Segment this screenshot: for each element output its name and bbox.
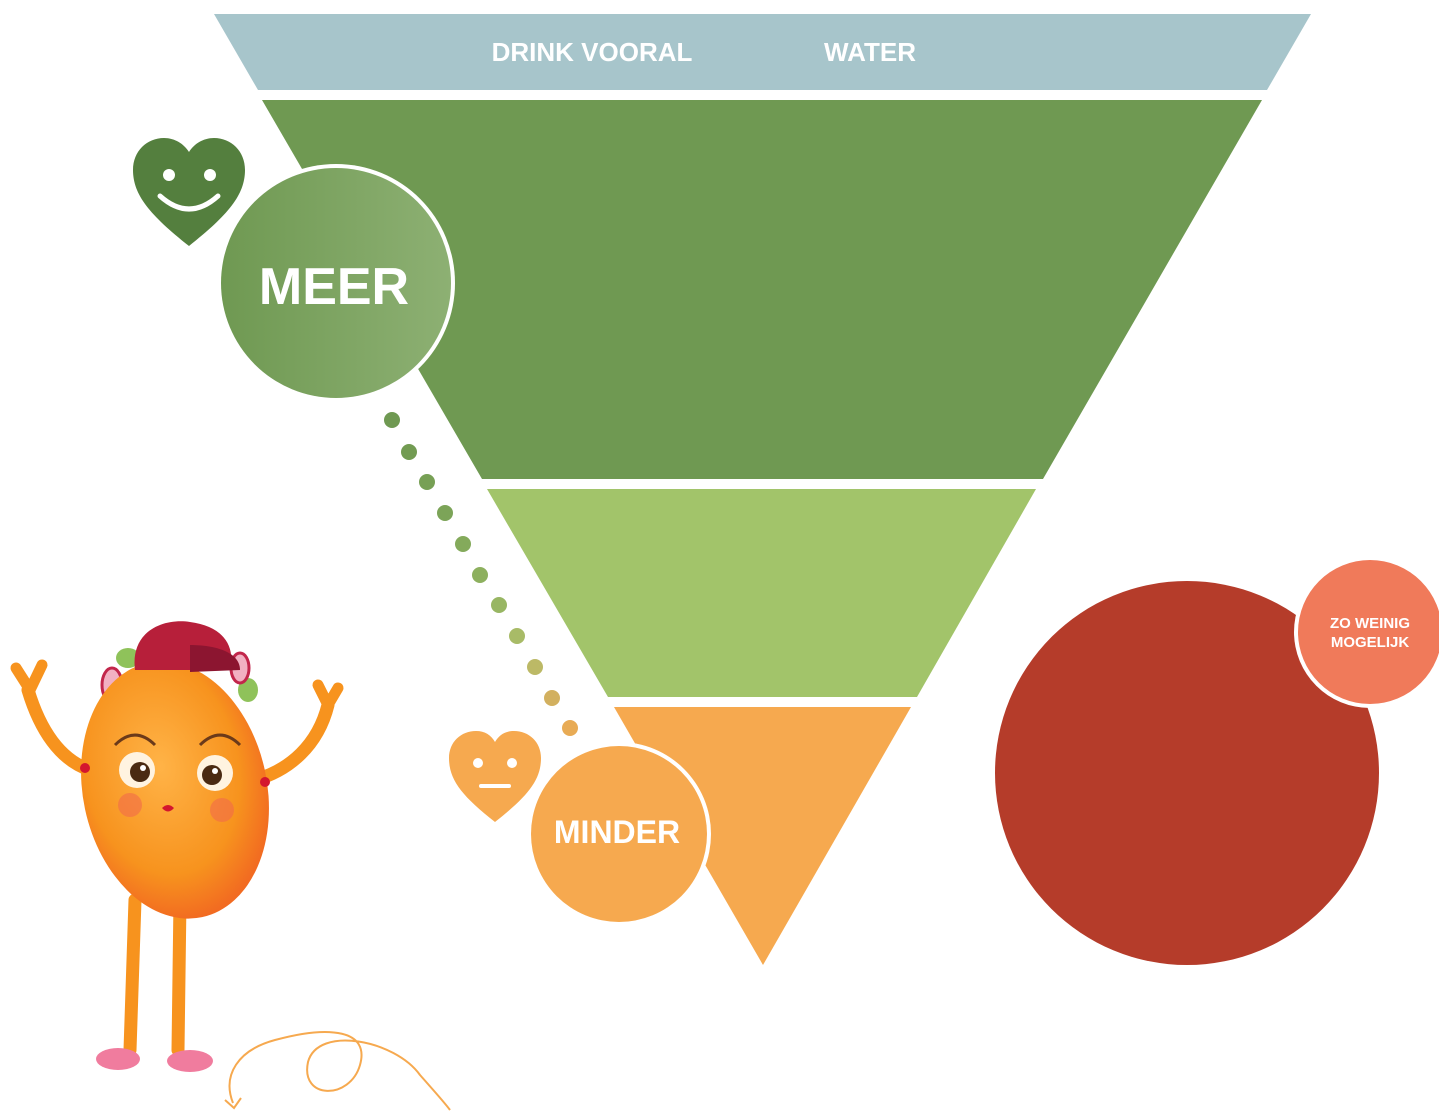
meer-badge: MEER <box>217 164 455 402</box>
minder-label: MINDER <box>554 814 680 850</box>
meer-layer <box>262 100 1262 479</box>
happy-heart-icon <box>133 138 245 246</box>
red-circle <box>995 581 1379 965</box>
zo-weinig-line2: MOGELIJK <box>1331 634 1410 651</box>
water-label-left: DRINK VOORAL <box>492 37 693 67</box>
swirl-arrowhead <box>224 1097 242 1110</box>
minder-layer <box>614 707 911 965</box>
middle-layer <box>487 489 1036 697</box>
water-label-right: WATER <box>824 37 916 67</box>
orange-potato-mascot-icon <box>10 621 344 1072</box>
zo-weinig-mogelijk-badge: ZO WEINIG MOGELIJK <box>1294 556 1439 708</box>
decorative-swirl <box>228 1031 451 1111</box>
zo-weinig-line1: ZO WEINIG <box>1330 615 1410 632</box>
water-band <box>214 14 1311 90</box>
neutral-heart-icon <box>449 731 541 822</box>
dotted-connector <box>384 412 578 736</box>
meer-label: MEER <box>259 258 409 316</box>
minder-badge: MINDER <box>527 742 711 926</box>
